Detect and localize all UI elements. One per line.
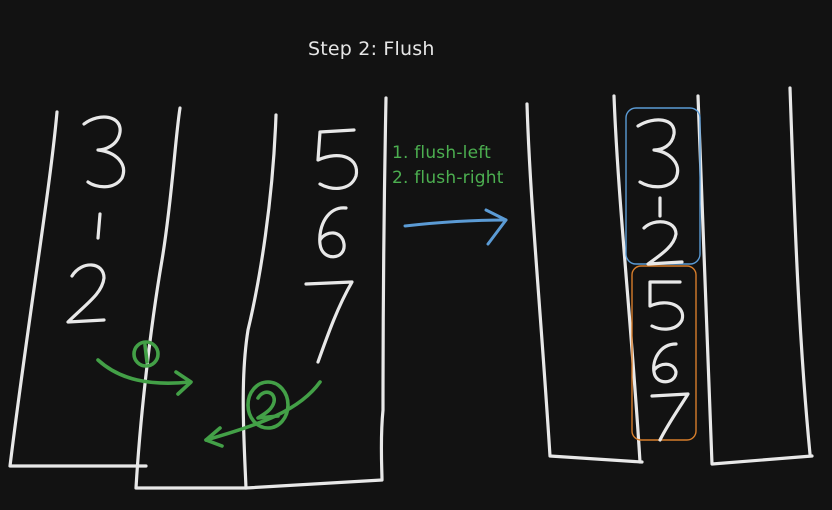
- after-wall-right: [788, 86, 812, 456]
- digit-7-right: [304, 280, 354, 364]
- step-2-arrowhead: [204, 426, 224, 448]
- digit-5-merged: [648, 280, 685, 331]
- before-right-digits: [304, 128, 359, 364]
- after-divider-2: [696, 94, 814, 466]
- diagram-title: Step 2: Flush: [308, 38, 435, 60]
- step-2-arrow: [204, 380, 322, 442]
- step-1-arrow: [96, 358, 192, 385]
- after-wall-left: [525, 102, 644, 464]
- step-1-arrowhead: [174, 370, 193, 396]
- note-flush-right: 2. flush-right: [392, 168, 504, 188]
- before-wall-left: [8, 110, 148, 468]
- step-1-glyph: [143, 343, 149, 364]
- digit-1-left: [96, 212, 102, 240]
- step-2-circle: [246, 380, 290, 430]
- digit-2-merged: [642, 220, 684, 266]
- before-divider-2: [241, 113, 278, 490]
- transition-arrow: [403, 208, 508, 246]
- note-flush-left: 1. flush-left: [392, 143, 492, 163]
- step-2-glyph: [256, 390, 280, 420]
- digit-7-merged: [650, 392, 690, 442]
- digit-3-left: [82, 115, 126, 189]
- before-wall-right: [244, 96, 388, 490]
- after-divider-1: [612, 94, 642, 464]
- digit-2-left: [66, 263, 106, 324]
- step-1-circle: [132, 340, 160, 368]
- group-box-right: [631, 265, 697, 441]
- digit-3-merged: [636, 118, 680, 189]
- after-digits: [636, 118, 690, 442]
- before-left-digits: [66, 115, 126, 324]
- transition-arrow-shaft: [403, 218, 508, 228]
- digit-5-right: [316, 128, 359, 190]
- transition-arrow-head: [484, 208, 508, 246]
- step-1-annotation: [96, 340, 193, 396]
- step-2-annotation: [204, 380, 322, 448]
- before-columns: [8, 96, 388, 490]
- digit-6-merged: [652, 342, 678, 384]
- before-divider-1: [134, 106, 248, 490]
- digit-6-right: [318, 206, 348, 259]
